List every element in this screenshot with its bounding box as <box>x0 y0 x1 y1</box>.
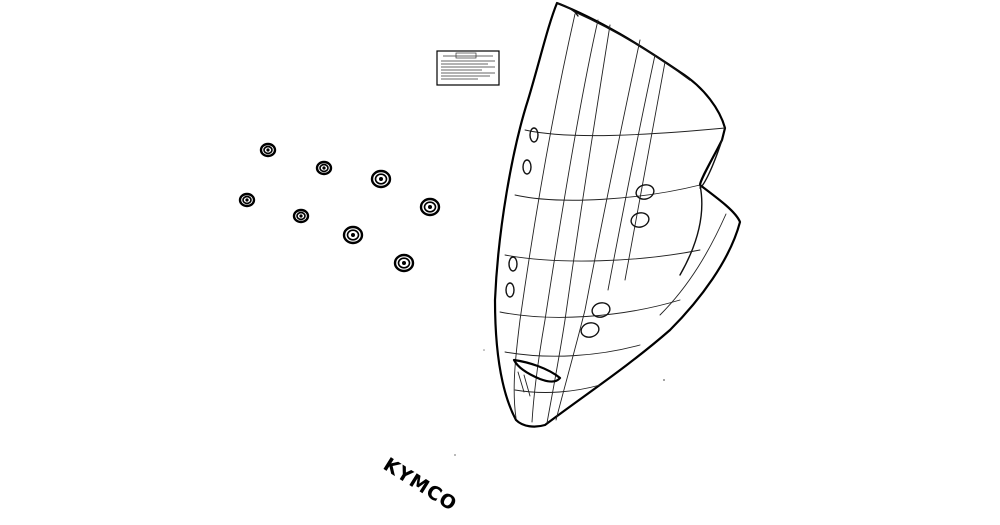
nut-icon <box>238 192 256 208</box>
windscreen-icon <box>493 1 742 428</box>
brand-logo-text: KYMCO <box>379 454 461 516</box>
warning-label-icon <box>436 50 500 86</box>
nut-icon <box>393 253 415 273</box>
nut-icon <box>259 142 277 158</box>
nut-icon <box>342 225 364 245</box>
nut-icon <box>419 197 441 217</box>
nut-icon <box>315 160 333 176</box>
nut-icon <box>292 208 310 224</box>
mounting-nuts-group <box>238 142 441 273</box>
nut-icon <box>370 169 392 189</box>
